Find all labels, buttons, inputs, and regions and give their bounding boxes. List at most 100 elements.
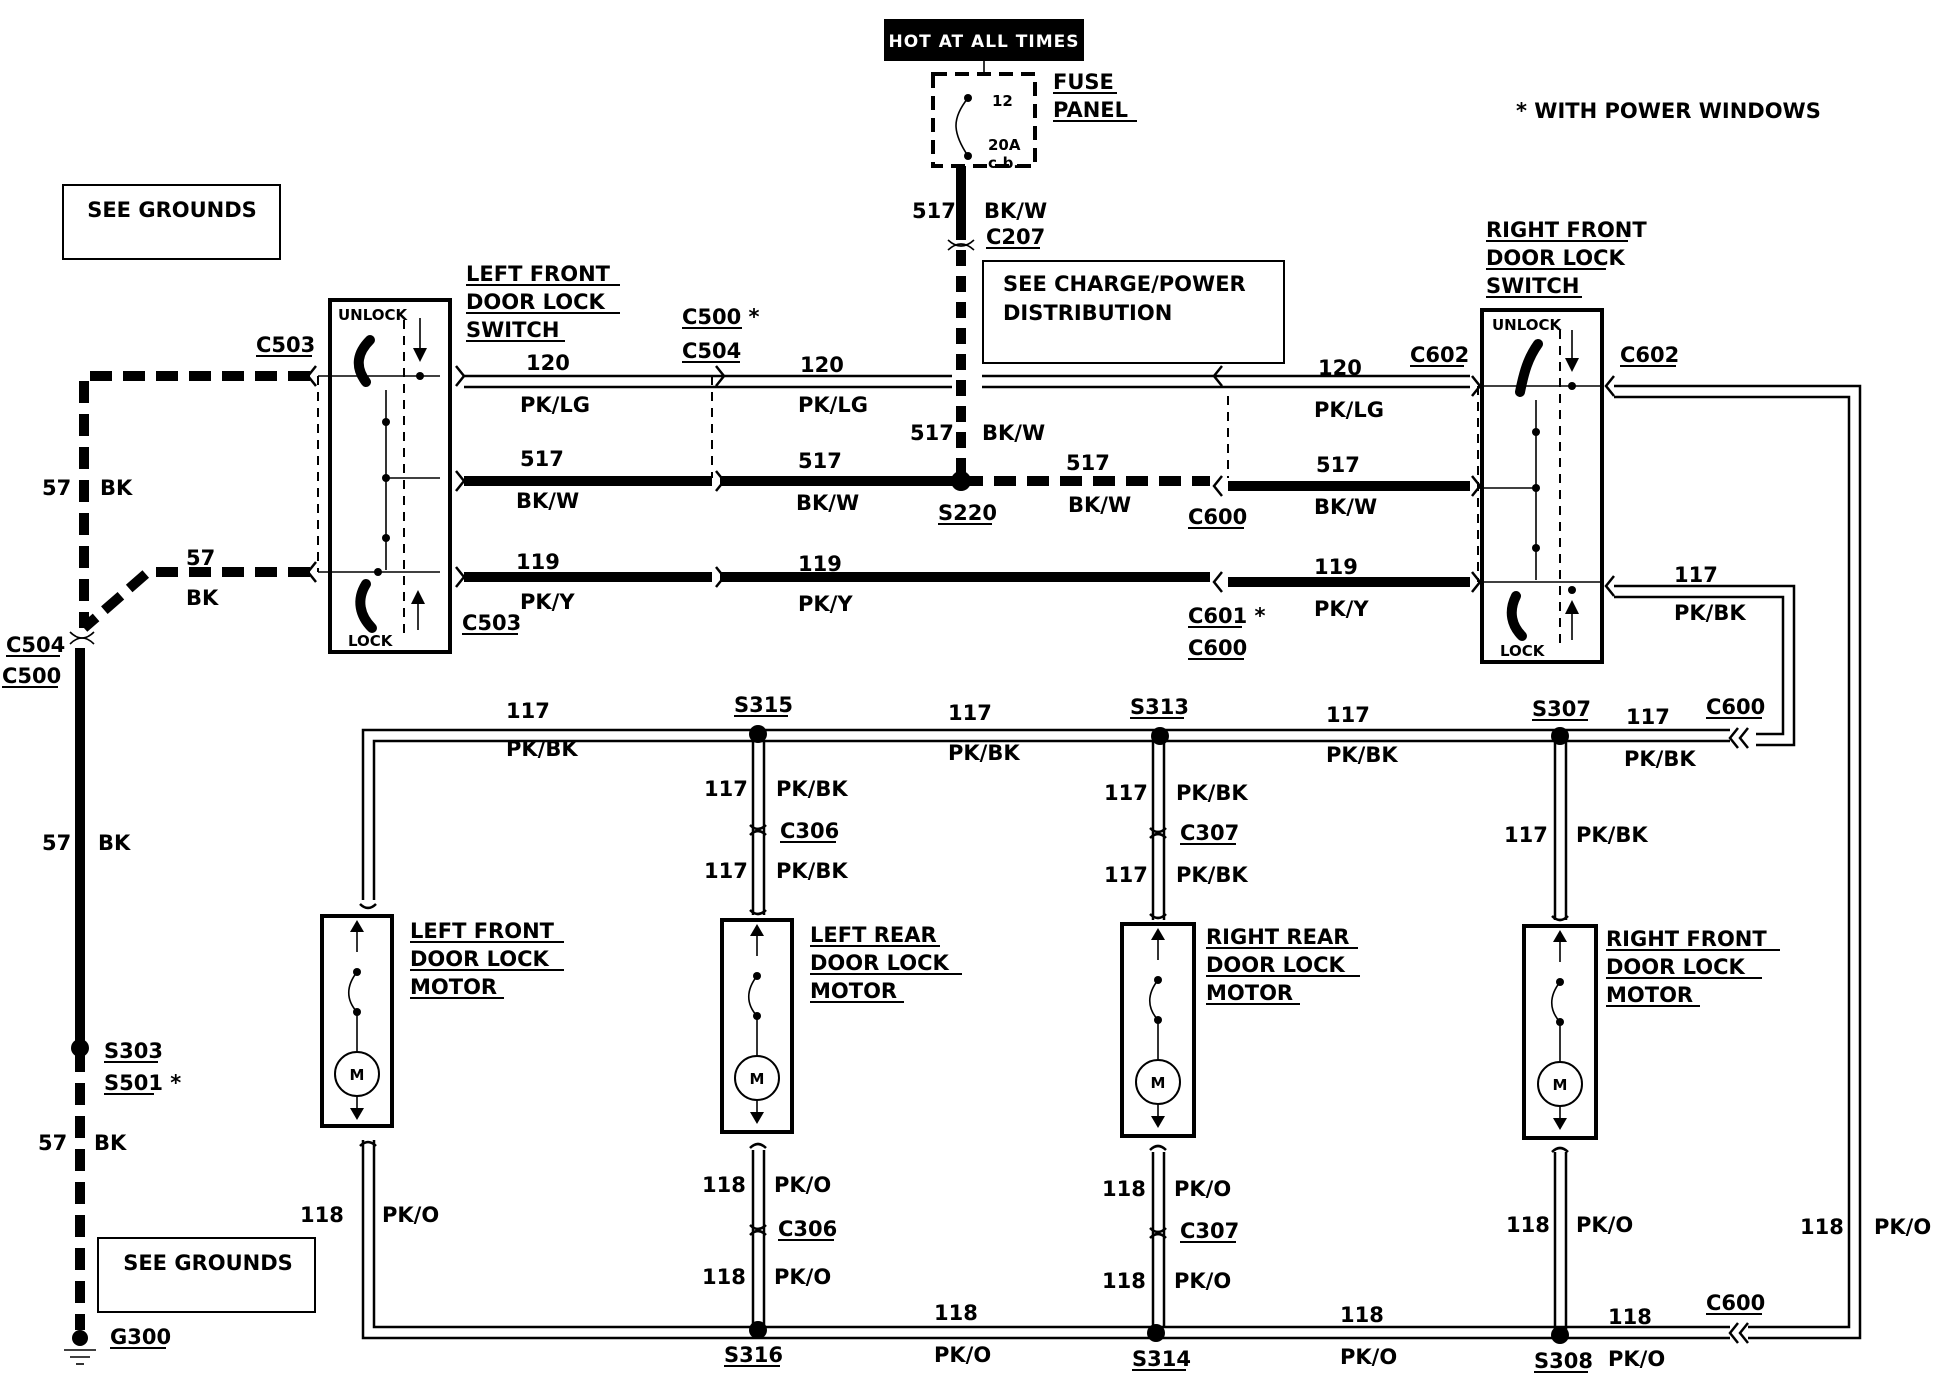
l3-pky-label: PK/Y <box>1314 597 1369 621</box>
see-charge-line2-label: DISTRIBUTION <box>1003 301 1172 325</box>
v117-b1c-label: PK/BK <box>1176 781 1248 805</box>
g-bk-c-label: BK <box>98 831 131 855</box>
c503-top-label: C503 <box>256 333 315 357</box>
line2-label: DOOR LOCK <box>466 290 606 314</box>
h118-2c-label: PK/O <box>1340 1345 1397 1369</box>
v118-c1-label: 118 <box>1506 1213 1550 1237</box>
line3-label: MOTOR <box>1206 981 1293 1005</box>
h117-1c-label: PK/BK <box>506 737 578 761</box>
l1-bkw-label: BK/W <box>516 489 579 513</box>
line3-label: MOTOR <box>1606 983 1693 1007</box>
c602-left-label: C602 <box>1410 343 1469 367</box>
c307-top-label: C307 <box>1180 821 1239 845</box>
line2-label: DOOR LOCK <box>410 947 550 971</box>
c504-top-label: C504 <box>682 339 741 363</box>
g57-b-label: 57 <box>186 546 215 570</box>
symbol-label: M <box>350 1066 365 1084</box>
s313-label: S313 <box>1130 695 1189 719</box>
h118-3c-label: PK/O <box>1608 1347 1665 1371</box>
c500-star-label: C500 * <box>682 305 760 329</box>
l1-119-label: 119 <box>516 550 560 574</box>
g300-label: G300 <box>110 1325 171 1349</box>
v118-b1c-label: PK/O <box>1174 1177 1231 1201</box>
v118-b1-label: 118 <box>1102 1177 1146 1201</box>
fuse: 12 20A c.b. <box>931 72 1037 172</box>
line1-label: RIGHT REAR <box>1206 925 1349 949</box>
l4-517-label: 517 <box>1316 453 1360 477</box>
hot-at-all-times-banner <box>884 19 1084 61</box>
l2-120-label: 120 <box>800 353 844 377</box>
v117-a2c-label: PK/BK <box>776 859 848 883</box>
c306-bot-label: C306 <box>778 1217 837 1241</box>
see-grounds-label: SEE GROUNDS <box>87 198 257 222</box>
c207-label: C207 <box>986 225 1045 249</box>
see-grounds-box-top: SEE GROUNDS <box>62 184 281 260</box>
fuse-panel-label-2: PANEL <box>1053 98 1128 122</box>
left-front-door-lock-motor: M <box>320 914 394 1128</box>
h118-3-label: 118 <box>1608 1305 1652 1329</box>
c601-label: C601 * <box>1188 604 1266 628</box>
line2-label: DOOR LOCK <box>1486 246 1626 270</box>
h118-1-label: 118 <box>934 1301 978 1325</box>
lock-label: LOCK <box>348 632 394 650</box>
line2-label: DOOR LOCK <box>1606 955 1746 979</box>
fuse-rating: 20A <box>988 136 1021 154</box>
fuse-panel-label-1: FUSE <box>1053 70 1114 94</box>
v117-b1-label: 117 <box>1104 781 1148 805</box>
r117-col-label: PK/BK <box>1674 601 1746 625</box>
v117-c1-label: 117 <box>1504 823 1548 847</box>
h117-4-label: 117 <box>1626 705 1670 729</box>
v118-a2c-label: PK/O <box>774 1265 831 1289</box>
line3-label: SWITCH <box>466 318 559 342</box>
s315-label: S315 <box>734 693 793 717</box>
g-bk-b-label: BK <box>186 586 219 610</box>
v118-b2-label: 118 <box>1102 1269 1146 1293</box>
line2-label: DOOR LOCK <box>1206 953 1346 977</box>
left-front-door-lock-switch: UNLOCK LOCK <box>317 298 452 654</box>
c306-top-label: C306 <box>780 819 839 843</box>
l2-pklg-label: PK/LG <box>798 393 868 417</box>
fuse-type: c.b. <box>988 154 1019 172</box>
line1-label: LEFT FRONT <box>410 919 555 943</box>
c600-mid2-label: C600 <box>1188 636 1247 660</box>
v118-b2c-label: PK/O <box>1174 1269 1231 1293</box>
unlock-label: UNLOCK <box>338 306 409 324</box>
s316-label: S316 <box>724 1343 783 1367</box>
s314-label: S314 <box>1132 1347 1191 1371</box>
l3-517-label: 517 <box>1066 451 1110 475</box>
h117-4c-label: PK/BK <box>1624 747 1696 771</box>
h117-2c-label: PK/BK <box>948 741 1020 765</box>
s220-label: S220 <box>938 501 997 525</box>
l2-bkw-label: BK/W <box>796 491 859 515</box>
v117-a1-label: 117 <box>704 777 748 801</box>
l2-517-label: 517 <box>798 449 842 473</box>
v118-a1c-label: PK/O <box>774 1173 831 1197</box>
symbol-label: M <box>1553 1076 1568 1094</box>
left-rear-door-lock-motor: M <box>720 918 794 1134</box>
see-grounds-label: SEE GROUNDS <box>123 1251 293 1275</box>
h117-1-label: 117 <box>506 699 550 723</box>
g-bk-d-label: BK <box>94 1131 127 1155</box>
r117-num-label: 117 <box>1674 563 1718 587</box>
line3-label: MOTOR <box>410 975 497 999</box>
c307-bot-label: C307 <box>1180 1219 1239 1243</box>
c600-mid-label: C600 <box>1188 505 1247 529</box>
v117-b2-label: 117 <box>1104 863 1148 887</box>
l3-120-label: 120 <box>1318 356 1362 380</box>
v117-a1c-label: PK/BK <box>776 777 848 801</box>
l1-517-label: 517 <box>520 447 564 471</box>
line1-label: RIGHT FRONT <box>1486 218 1647 242</box>
c503-bot-label: C503 <box>462 611 521 635</box>
g57-c-label: 57 <box>42 831 71 855</box>
l2-pky-label: PK/Y <box>798 592 853 616</box>
w517-mid-col-label: BK/W <box>982 421 1045 445</box>
hot-at-all-times-label: HOT AT ALL TIMES <box>889 32 1080 52</box>
v117-c1c-label: PK/BK <box>1576 823 1648 847</box>
w517-top-col-label: BK/W <box>984 199 1047 223</box>
v118-a2-label: 118 <box>702 1265 746 1289</box>
h118-2-label: 118 <box>1340 1303 1384 1327</box>
s501-label: S501 * <box>104 1071 181 1095</box>
h118-1c-label: PK/O <box>934 1343 991 1367</box>
lock-label: LOCK <box>1500 642 1546 660</box>
